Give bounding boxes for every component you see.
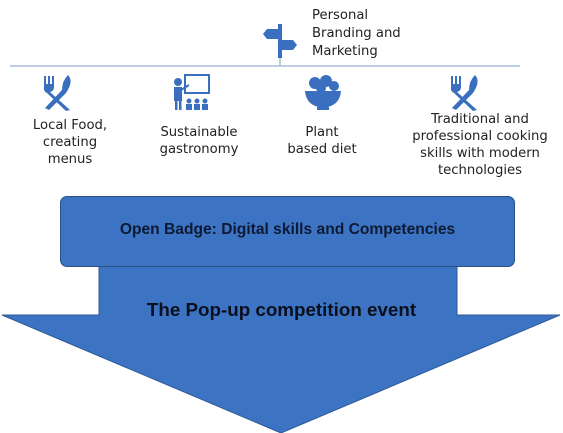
down-arrow-shape <box>1 264 561 433</box>
top-node-label: Personal Branding and Marketing <box>312 7 401 61</box>
top-node-line: Marketing <box>312 44 378 59</box>
branch-line: technologies <box>437 163 523 178</box>
branch-traditional-cooking-label: Traditional and professional cooking ski… <box>400 111 560 179</box>
branch-line: menus <box>47 152 93 167</box>
branch-plant-based-diet-label: Plant based diet <box>272 124 372 158</box>
branch-sustainable-gastronomy-label: Sustainable gastronomy <box>144 124 254 158</box>
presentation-icon <box>174 74 210 110</box>
fork-knife-icon <box>450 75 478 111</box>
signpost-icon <box>263 24 297 58</box>
branch-line: based diet <box>287 142 357 157</box>
branch-line: Plant <box>305 125 339 140</box>
branch-line: Traditional and <box>431 112 529 127</box>
branch-line: skills with modern <box>420 146 540 161</box>
branch-line: professional cooking <box>412 129 548 144</box>
branch-line: creating <box>42 135 98 150</box>
fork-knife-icon <box>43 75 71 111</box>
top-node-line: Personal <box>312 8 369 23</box>
arrow-label: The Pop-up competition event <box>146 299 417 320</box>
branch-line: Local Food, <box>32 118 108 133</box>
open-badge-box: Open Badge: Digital skills and Competenc… <box>60 196 515 267</box>
branch-local-food-label: Local Food, creating menus <box>20 117 120 168</box>
fruit-bowl-icon <box>305 75 341 110</box>
top-node-line: Branding and <box>312 26 401 41</box>
branch-line: gastronomy <box>159 142 239 157</box>
branch-line: Sustainable <box>160 125 238 140</box>
open-badge-label: Open Badge: Digital skills and Competenc… <box>119 221 456 238</box>
